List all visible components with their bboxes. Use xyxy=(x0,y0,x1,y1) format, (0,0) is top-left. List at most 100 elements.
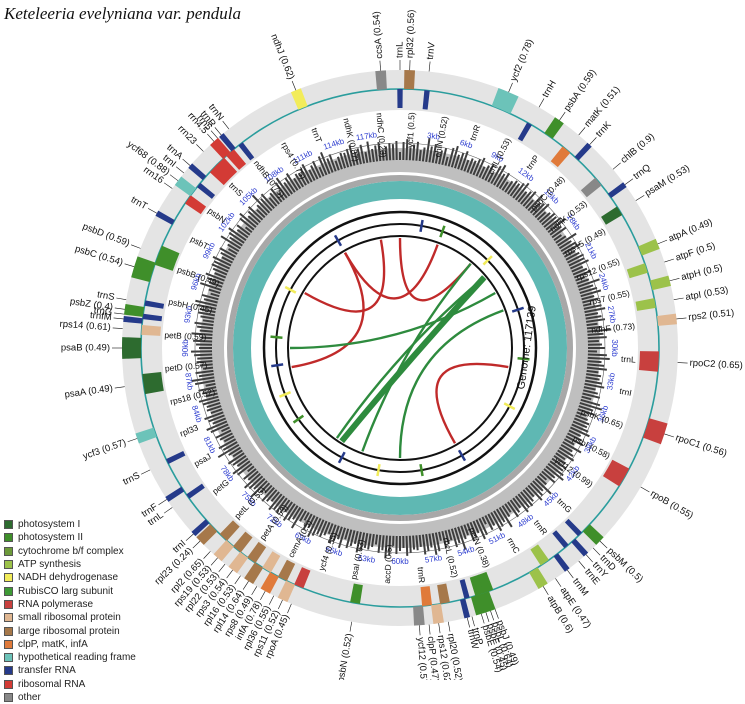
gene-leader xyxy=(204,551,211,558)
legend-label: RubisCO larg subunit xyxy=(18,586,113,597)
legend-item: ATP synthesis xyxy=(4,558,136,571)
gene-leader xyxy=(260,591,265,600)
repeat-mark xyxy=(271,364,283,366)
gene-leader xyxy=(125,264,135,267)
legend-swatch xyxy=(4,560,13,569)
gene-label: atpH (0.5) xyxy=(680,262,724,283)
kb-tick-label: 60kb xyxy=(391,557,409,566)
gene-label: ycf2 (0.78) xyxy=(508,38,536,84)
legend-swatch xyxy=(4,547,13,556)
legend-swatch xyxy=(4,533,13,542)
gene-leader xyxy=(590,137,597,144)
gene-label: rpl32 (0.56) xyxy=(405,9,418,58)
gene-leader xyxy=(486,612,489,622)
legend-swatch xyxy=(4,666,13,675)
gene-label: psbA (0.59) xyxy=(562,67,599,113)
kb-tick-label: 90kb xyxy=(181,339,190,357)
gene-block xyxy=(404,70,415,89)
gene-label: psbN (0.52) xyxy=(336,633,355,680)
gene-leader xyxy=(625,179,633,185)
gene-label: psaA (0.49) xyxy=(64,383,114,401)
gene-label: psbD (0.59) xyxy=(81,221,131,249)
legend-swatch xyxy=(4,587,13,596)
legend-swatch xyxy=(4,613,13,622)
gene-label: trnV xyxy=(425,41,438,60)
gene-leader xyxy=(193,541,200,548)
kb-tick-label: 30kb xyxy=(610,339,619,357)
legend-label: ribosomal RNA xyxy=(18,679,85,690)
gene-leader xyxy=(448,622,450,632)
gene-block xyxy=(141,325,161,336)
gene-leader xyxy=(113,328,123,329)
gene-leader xyxy=(196,144,203,151)
gene-label: rps2 (0.51) xyxy=(688,307,735,323)
legend-item: RNA polymerase xyxy=(4,598,136,611)
gene-label: rpoC2 (0.65) xyxy=(689,358,743,372)
gene-block xyxy=(639,351,659,372)
gene-block xyxy=(413,606,425,626)
gene-leader xyxy=(164,183,172,189)
gene-leader xyxy=(183,159,191,166)
legend-item: transfer RNA xyxy=(4,664,136,677)
gene-leader xyxy=(593,548,600,555)
gene-leader xyxy=(495,609,498,618)
gene-leader xyxy=(252,586,257,595)
gene-label: atpF (0.5) xyxy=(674,240,717,263)
gene-leader xyxy=(380,61,381,71)
gene-leader xyxy=(586,555,593,562)
legend-item: large ribosomal protein xyxy=(4,624,136,637)
gene-label: chlB (0.9) xyxy=(619,131,657,166)
gene-leader xyxy=(219,564,225,572)
legend-label: transfer RNA xyxy=(18,665,76,676)
legend-swatch xyxy=(4,680,13,689)
gene-leader xyxy=(467,618,469,628)
legend-swatch xyxy=(4,693,13,702)
legend-label: hypothetical reading frame xyxy=(18,652,136,663)
gene-leader xyxy=(509,83,513,92)
gene-leader xyxy=(116,298,126,300)
gene-leader xyxy=(186,534,193,541)
gene-leader xyxy=(481,614,484,624)
inner-gene-label: trnR xyxy=(416,567,427,584)
legend-swatch xyxy=(4,573,13,582)
legend-label: large ribosomal protein xyxy=(18,626,120,637)
gene-leader xyxy=(636,195,644,200)
gene-leader xyxy=(555,578,561,586)
gene-leader xyxy=(207,134,214,141)
legend-item: other xyxy=(4,691,136,704)
gene-leader xyxy=(600,541,607,548)
gene-leader xyxy=(429,62,430,72)
gene-label: ccsA (0.54) xyxy=(371,11,385,59)
legend-label: other xyxy=(18,692,41,703)
gene-leader xyxy=(227,570,233,578)
inner-gene-label: accD (0.5) xyxy=(382,544,394,584)
gene-leader xyxy=(243,581,248,589)
gene-leader xyxy=(287,604,291,613)
legend-swatch xyxy=(4,653,13,662)
gene-leader xyxy=(472,617,475,627)
legend-item: photosystem II xyxy=(4,531,136,544)
gene-label: psbC (0.54) xyxy=(74,243,125,268)
gene-leader xyxy=(114,313,124,314)
gene-leader xyxy=(223,121,229,129)
gene-block xyxy=(397,89,402,108)
gene-label: ndhJ (0.62) xyxy=(268,32,296,81)
gene-label: trnK xyxy=(594,119,614,140)
gene-leader xyxy=(170,175,178,181)
gene-leader xyxy=(559,112,565,120)
gene-leader xyxy=(292,81,296,90)
legend-item: cytochrome b/f complex xyxy=(4,545,136,558)
gene-label: atpI (0.53) xyxy=(685,285,730,303)
gene-leader xyxy=(235,576,241,584)
legend-label: small ribosomal protein xyxy=(18,612,121,623)
legend-item: NADH dehydrogenase xyxy=(4,571,136,584)
legend-swatch xyxy=(4,640,13,649)
legend-item: small ribosomal protein xyxy=(4,611,136,624)
gene-leader xyxy=(419,625,420,635)
legend-swatch xyxy=(4,520,13,529)
gene-leader xyxy=(211,558,218,566)
gene-label: trnS xyxy=(121,470,141,488)
gene-leader xyxy=(579,561,585,569)
gene-leader xyxy=(670,278,680,280)
legend-item: photosystem I xyxy=(4,518,136,531)
